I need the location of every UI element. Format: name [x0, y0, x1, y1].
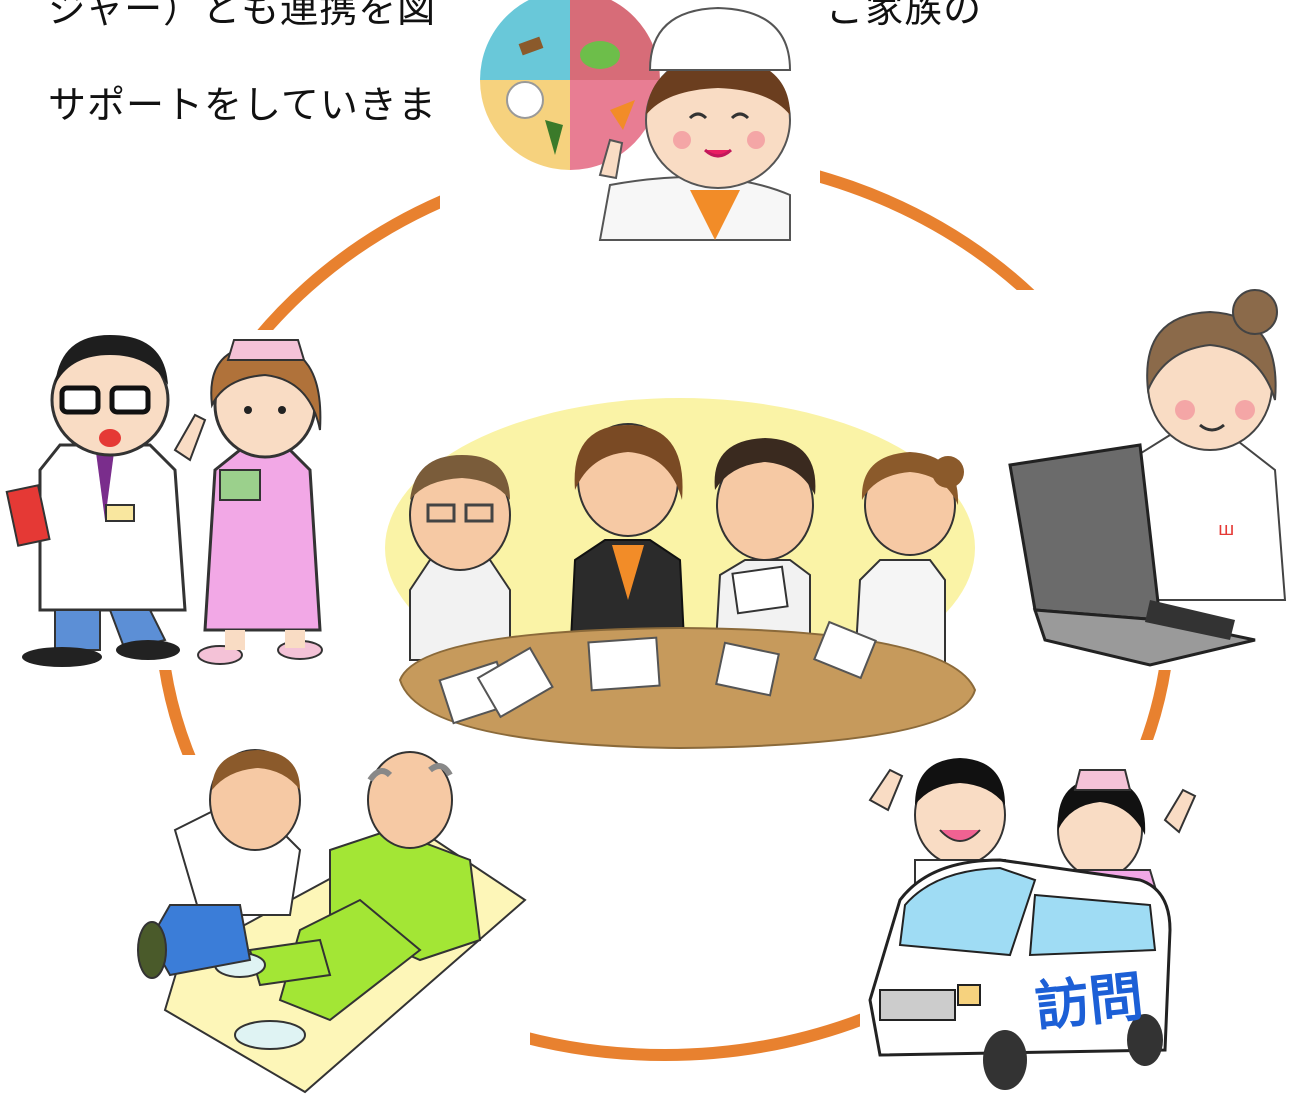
van-rear-wheel [1127, 1014, 1163, 1066]
doctor-person [5, 335, 207, 667]
clerk-person: ш [1129, 289, 1287, 601]
van-label: 訪問 [1032, 965, 1146, 1039]
van-body: 訪問 [868, 858, 1172, 1090]
food-plate-icon [480, 0, 660, 170]
nurse-person [197, 339, 323, 665]
intro-text-line-2: サポートをしていきま [48, 83, 437, 127]
van-windshield [898, 866, 1037, 957]
dietitian-person [598, 6, 792, 241]
medical-clerk-illustration: ш [1005, 289, 1295, 670]
patient-person [214, 751, 482, 1050]
home-visit-van-illustration: 訪問 [860, 740, 1295, 1094]
meeting-people [409, 423, 964, 666]
care-team-meeting-illustration [385, 398, 977, 750]
laptop-icon [1008, 443, 1256, 667]
doctor-and-nurse-illustration [0, 330, 330, 670]
dietitian-illustration [440, 0, 820, 241]
svg-text:ш: ш [1218, 519, 1234, 540]
rehabilitation-illustration [130, 749, 530, 1094]
therapist-person [137, 749, 302, 979]
meeting-papers [438, 620, 877, 725]
meeting-background [385, 398, 975, 698]
van-front-wheel [983, 1030, 1027, 1090]
